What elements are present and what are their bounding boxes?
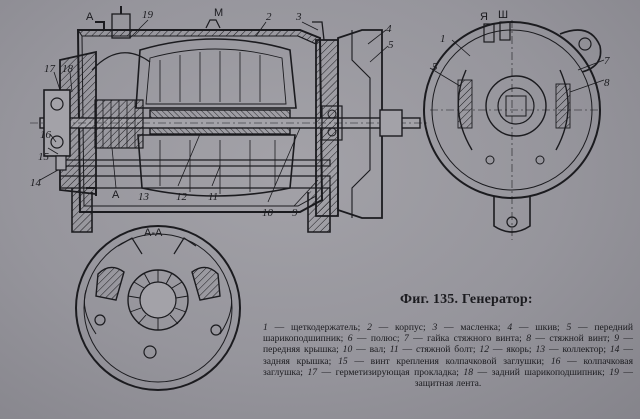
legend-entry-text: — коллектор; xyxy=(545,344,606,356)
legend-entry-text: — защитная лента. xyxy=(414,366,633,390)
end-callout-1: 1 xyxy=(440,33,446,45)
legend-entry-text: — масленка; xyxy=(437,322,501,333)
callout-18: 18 xyxy=(62,63,74,75)
legend-entry-text: — корпус; xyxy=(371,322,426,333)
legend-entry-number: 2 xyxy=(367,322,372,333)
legend-entry-text: — якорь; xyxy=(489,344,532,356)
section-a-a-view xyxy=(75,225,241,391)
legend-entry-number: 9 xyxy=(614,333,620,345)
legend-entry: 18 — задний шарикоподшипник; xyxy=(463,367,604,378)
callout-2: 2 xyxy=(266,11,272,23)
legend-entry-text: — колпачковая заглушка; xyxy=(263,355,633,378)
callout-10: 10 xyxy=(262,207,274,219)
legend-entry-text: — передний шарикоподшипник; xyxy=(263,322,633,345)
legend-entry-text: — гайка стяжного винта; xyxy=(408,333,522,345)
callout-9: 9 xyxy=(292,207,298,219)
legend-entry: 14 — задняя крышка; xyxy=(263,344,633,366)
legend-entry: 13 — коллектор; xyxy=(535,344,606,355)
end-callout-7: 7 xyxy=(604,55,610,67)
legend-entry: 19 — защитная лента. xyxy=(415,367,633,389)
legend-entry-text: — шкив; xyxy=(512,322,560,333)
legend-entry: 10 — вал; xyxy=(343,344,386,355)
legend-entry-number: 6 xyxy=(347,333,353,345)
longitudinal-section xyxy=(30,6,430,233)
end-callout-5: 5 xyxy=(432,61,438,73)
legend-entry-text: — полюс; xyxy=(352,333,400,345)
figure-caption-title: Фиг. 135. Генератор: xyxy=(400,292,533,307)
legend-entry-number: 15 xyxy=(338,355,348,367)
section-marker-a-bottom: А xyxy=(112,189,120,201)
legend-entry: 17 — герметизирующая прокладка; xyxy=(307,367,458,378)
legend-entry-number: 14 xyxy=(609,344,620,356)
legend-entry-text: — передняя крышка; xyxy=(263,333,633,356)
callout-12: 12 xyxy=(176,191,188,203)
legend-entry-text: — щеткодержатель; xyxy=(267,322,361,333)
legend-entry-number: 10 xyxy=(342,344,353,356)
legend-entry-number: 7 xyxy=(403,333,409,345)
legend-entry: 4 — шкив; xyxy=(507,322,559,333)
legend-entry-number: 17 xyxy=(307,366,318,378)
legend-entry: 12 — якорь; xyxy=(479,344,531,355)
legend-entry: 11 — стяжной болт; xyxy=(390,344,476,355)
legend-entry-number: 13 xyxy=(535,344,546,356)
legend-entry: 7 — гайка стяжного винта; xyxy=(404,333,522,344)
section-a-a-label: А-А xyxy=(144,227,163,239)
legend-entry-text: — стяжной болт; xyxy=(398,344,476,356)
legend-entry-text: — герметизирующая прокладка; xyxy=(317,366,459,378)
legend-entry: 9 — передняя крышка; xyxy=(263,333,633,355)
callout-19: 19 xyxy=(142,9,154,21)
legend-entry-number: 12 xyxy=(479,344,489,356)
legend-entry-number: 16 xyxy=(550,355,561,367)
main-section-callouts: 19 2 3 4 5 17 18 16 15 14 13 12 11 10 9 … xyxy=(30,7,394,219)
legend-entry: 2 — корпус; xyxy=(367,322,426,333)
legend-entry: 15 — винт крепления колпачковой заглушки… xyxy=(338,356,544,367)
legend-entry-number: 1 xyxy=(263,322,268,333)
callout-5: 5 xyxy=(388,39,394,51)
end-view-callouts: 5 7 8 1 Я Ш xyxy=(432,9,610,89)
legend-entry-number: 11 xyxy=(389,344,399,356)
section-marker-a-top: А xyxy=(86,11,94,23)
end-callout-8: 8 xyxy=(604,77,610,89)
legend-entry-text: — вал; xyxy=(352,344,386,356)
callout-17: 17 xyxy=(44,63,56,75)
legend-entry: 16 — колпачковая заглушка; xyxy=(263,356,633,378)
callout-11: 11 xyxy=(208,191,218,203)
callout-4: 4 xyxy=(386,23,392,35)
terminal-m-label: М xyxy=(214,7,223,19)
legend-entry-text: — винт крепления колпачковой заглушки; xyxy=(347,355,545,367)
legend-entry: 1 — щеткодержатель; xyxy=(263,322,360,333)
end-view xyxy=(423,20,605,240)
terminal-ya-label: Я xyxy=(480,11,488,23)
legend-entry: 6 — полюс; xyxy=(348,333,400,344)
legend-entry-number: 19 xyxy=(609,366,619,378)
legend-entry: 5 — передний шарикоподшипник; xyxy=(263,322,633,344)
legend-entry-number: 4 xyxy=(507,322,513,333)
legend-entry-text: — задняя крышка; xyxy=(263,344,633,367)
legend-entry-number: 8 xyxy=(526,333,531,345)
callout-14: 14 xyxy=(30,177,42,189)
legend-entry: 8 — стяжной винт; xyxy=(526,333,610,344)
legend-entry-number: 5 xyxy=(566,322,572,333)
terminal-sh-label: Ш xyxy=(498,9,508,21)
legend-entry-number: 18 xyxy=(463,366,473,378)
legend-entry-text: — задний шарикоподшипник; xyxy=(473,366,605,378)
legend-entry-number: 3 xyxy=(432,322,438,333)
callout-16: 16 xyxy=(40,129,52,141)
figure-caption-legend: 1 — щеткодержатель; 2 — корпус; 3 — масл… xyxy=(263,322,633,389)
callout-3: 3 xyxy=(295,11,302,23)
callout-13: 13 xyxy=(138,191,150,203)
callout-15: 15 xyxy=(38,151,50,163)
legend-entry-text: — стяжной винт; xyxy=(531,333,610,345)
legend-entry: 3 — масленка; xyxy=(432,322,500,333)
